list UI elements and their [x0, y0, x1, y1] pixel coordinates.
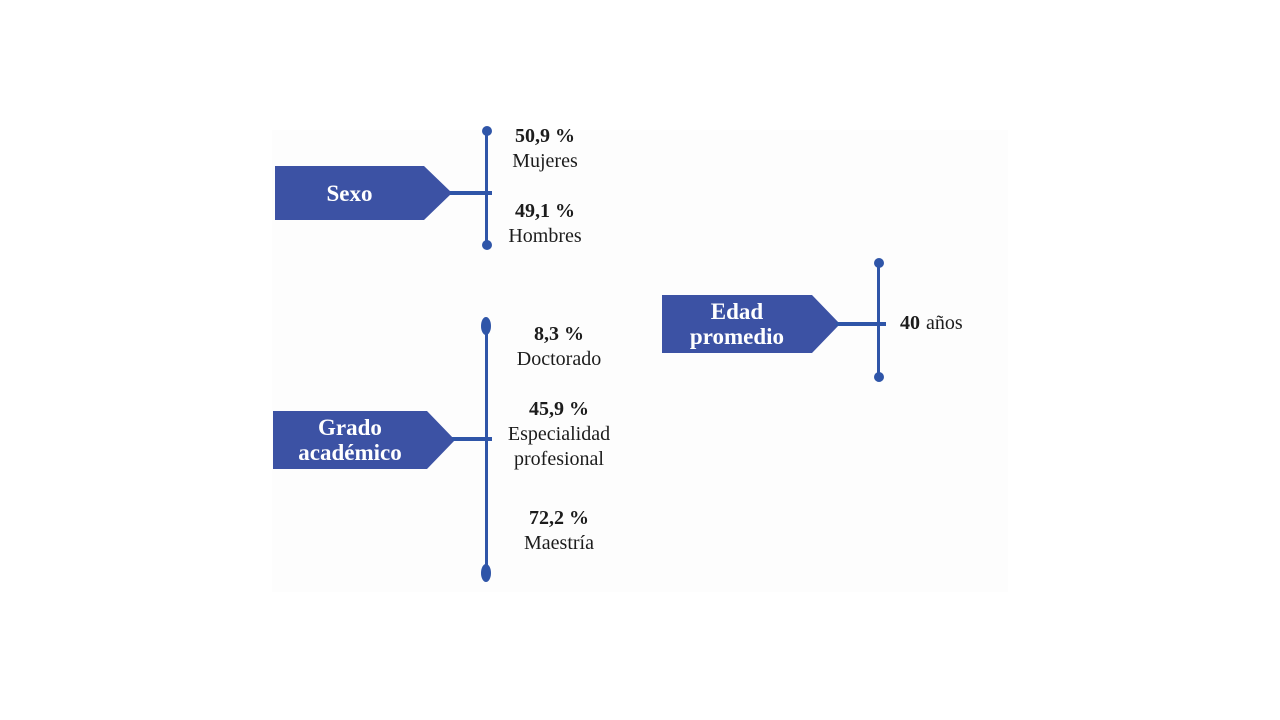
sexo-stat-mujeres: 50,9 % Mujeres — [499, 124, 591, 174]
edad-stat-anos: 40 años — [900, 311, 963, 336]
grado-connector-vertical — [485, 326, 488, 574]
stat-label: Especialidad profesional — [507, 423, 611, 470]
edad-connector-vertical — [877, 263, 880, 377]
stat-label: años — [926, 312, 963, 334]
grado-stat-especialidad: 45,9 % Especialidad profesional — [500, 397, 618, 472]
stat-value: 40 — [900, 312, 920, 334]
edad-promedio-title: Edad promedio — [689, 299, 785, 349]
sexo-connector-vertical — [485, 131, 488, 245]
sexo-stat-hombres: 49,1 % Hombres — [499, 199, 591, 249]
stat-value: 8,3 % — [534, 323, 584, 345]
grado-stat-doctorado: 8,3 % Doctorado — [503, 322, 615, 372]
sexo-title: Sexo — [326, 180, 373, 206]
sexo-endpoint-dot-top — [482, 126, 492, 136]
stat-label: Doctorado — [516, 348, 602, 370]
sexo-arrow-label: Sexo — [275, 166, 452, 220]
stat-label: Mujeres — [512, 150, 578, 172]
stat-value: 72,2 % — [529, 507, 589, 529]
stat-value: 49,1 % — [515, 200, 575, 222]
grado-academico-title: Grado académico — [298, 415, 402, 465]
stat-value: 50,9 % — [515, 125, 575, 147]
edad-endpoint-dot-top — [874, 258, 884, 268]
sexo-connector-horizontal — [450, 191, 492, 195]
grado-academico-arrow-label: Grado académico — [273, 411, 455, 469]
edad-connector-horizontal — [836, 322, 886, 326]
sexo-endpoint-dot-bottom — [482, 240, 492, 250]
edad-endpoint-dot-bottom — [874, 372, 884, 382]
grado-stat-maestria: 72,2 % Maestría — [503, 506, 615, 556]
grado-endpoint-oval-bottom — [481, 564, 491, 582]
grado-endpoint-oval-top — [481, 317, 491, 335]
stat-value: 45,9 % — [529, 398, 589, 420]
stat-label: Maestría — [524, 532, 594, 554]
stat-label: Hombres — [508, 225, 582, 247]
grado-connector-horizontal — [452, 437, 492, 441]
edad-promedio-arrow-label: Edad promedio — [662, 295, 840, 353]
